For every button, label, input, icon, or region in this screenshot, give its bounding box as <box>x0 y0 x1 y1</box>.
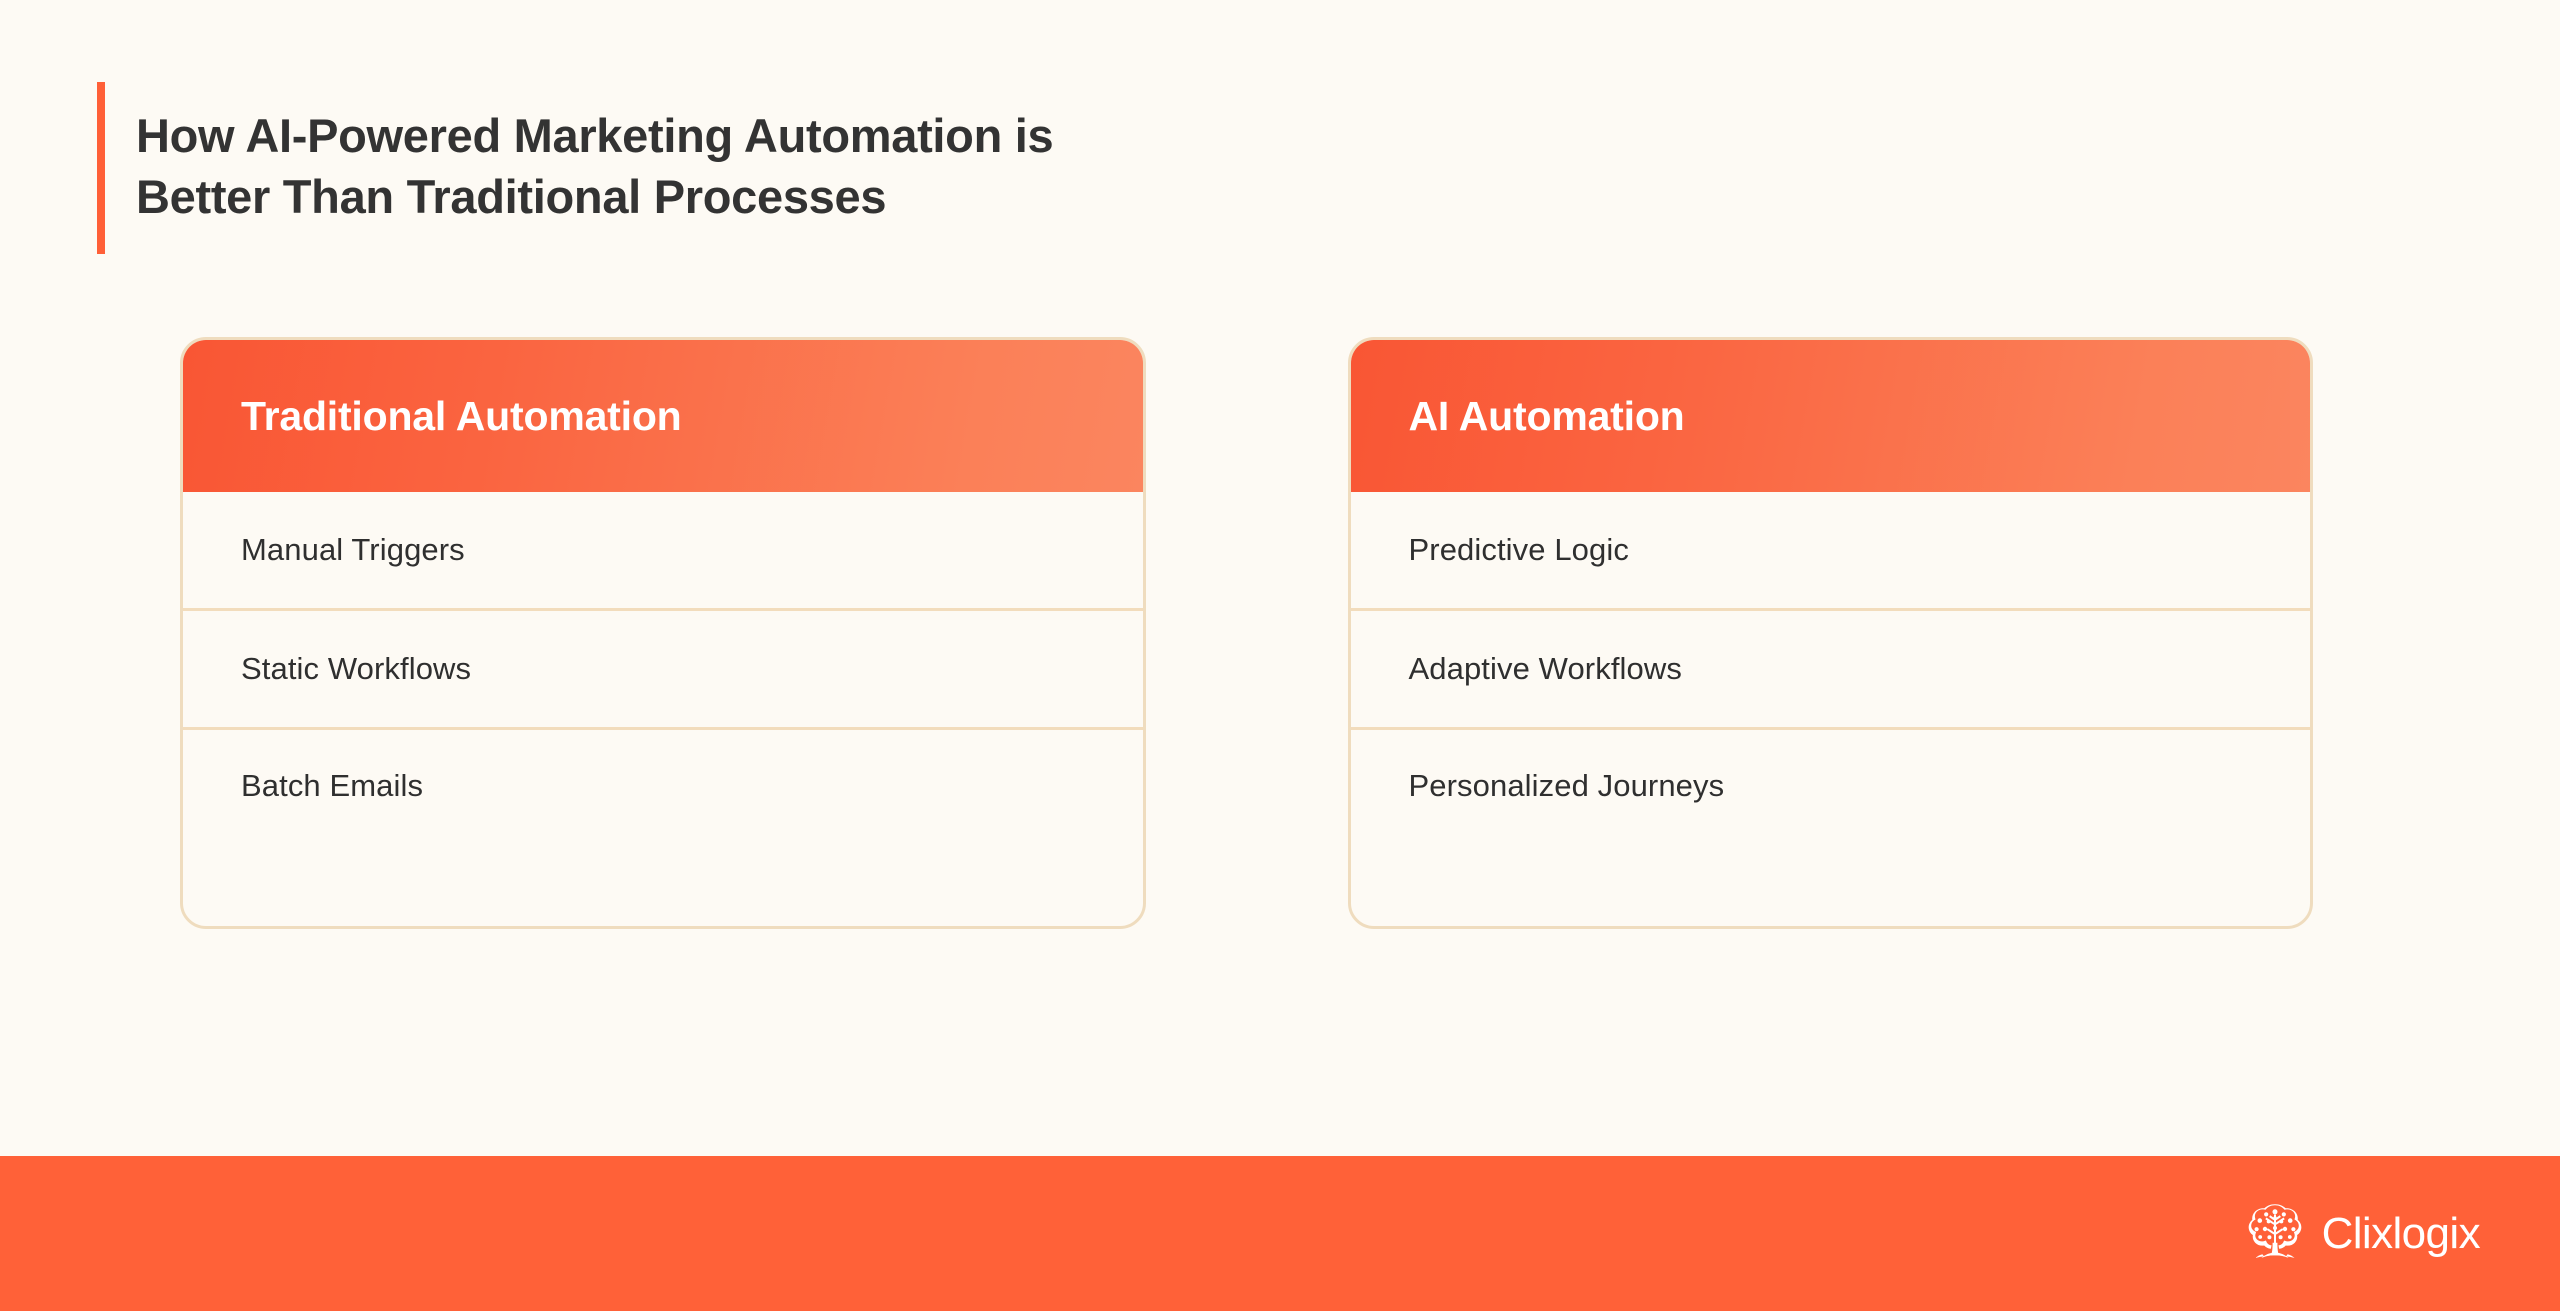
tree-logo-icon <box>2248 1203 2301 1258</box>
card-body-traditional: Manual Triggers Static Workflows Batch E… <box>183 492 1143 926</box>
title-accent-bar <box>97 82 105 255</box>
footer-bar: Clixlogix <box>0 1156 2560 1311</box>
card-row-label: Batch Emails <box>241 768 424 803</box>
card-header-traditional: Traditional Automation <box>183 340 1143 492</box>
card-title: AI Automation <box>1408 392 1685 439</box>
list-item: Personalized Journeys <box>1351 730 2311 926</box>
list-item: Adaptive Workflows <box>1350 611 2310 730</box>
list-item: Predictive Logic <box>1350 492 2310 611</box>
brand-logo: Clixlogix <box>2242 1201 2481 1267</box>
comparison-cards: Traditional Automation Manual Triggers S… <box>180 337 2313 929</box>
list-item: Manual Triggers <box>183 492 1143 611</box>
card-row-label: Manual Triggers <box>241 532 465 567</box>
card-row-label: Static Workflows <box>241 651 472 686</box>
card-row-label: Predictive Logic <box>1408 532 1629 567</box>
card-row-label: Adaptive Workflows <box>1408 651 1682 686</box>
list-item: Batch Emails <box>183 730 1143 926</box>
card-traditional-automation: Traditional Automation Manual Triggers S… <box>180 337 1146 929</box>
list-item: Static Workflows <box>183 611 1143 730</box>
page-title-block: How AI-Powered Marketing Automation is B… <box>97 75 1054 258</box>
card-row-label: Personalized Journeys <box>1408 768 1725 803</box>
card-body-ai: Predictive Logic Adaptive Workflows Pers… <box>1350 492 2311 926</box>
brand-name: Clixlogix <box>2321 1208 2481 1258</box>
card-ai-automation: AI Automation Predictive Logic Adaptive … <box>1347 337 2313 929</box>
card-title: Traditional Automation <box>241 392 682 439</box>
card-header-ai: AI Automation <box>1350 340 2310 492</box>
page-title: How AI-Powered Marketing Automation is B… <box>136 109 1054 223</box>
